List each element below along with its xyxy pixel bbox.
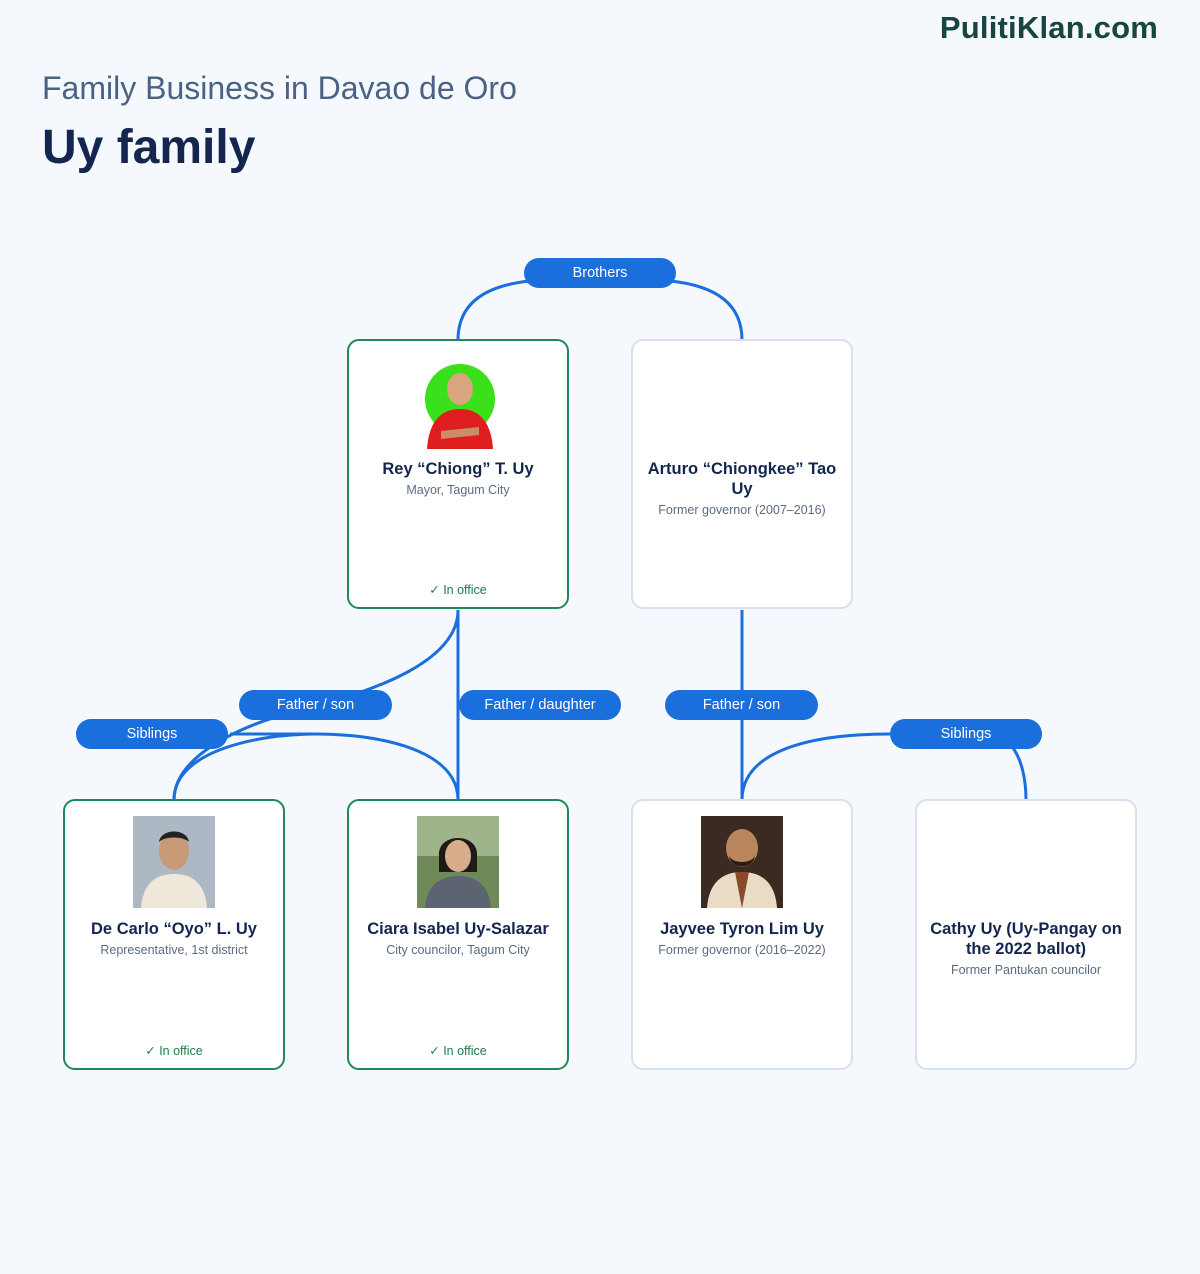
rey-photo: [417, 357, 503, 449]
person-card-rey[interactable]: Rey “Chiong” T. Uy Mayor, Tagum City ✓ I…: [347, 339, 569, 609]
person-role: Representative, 1st district: [100, 943, 248, 957]
person-card-jayvee[interactable]: Jayvee Tyron Lim Uy Former governor (201…: [631, 799, 853, 1070]
relation-badge-rey-ciara: Father / daughter: [459, 690, 621, 720]
in-office-status: ✓ In office: [429, 1044, 487, 1058]
person-card-oyo[interactable]: De Carlo “Oyo” L. Uy Representative, 1st…: [63, 799, 285, 1070]
person-card-ciara[interactable]: Ciara Isabel Uy-Salazar City councilor, …: [347, 799, 569, 1070]
brothers-link: [456, 279, 744, 341]
person-role: City councilor, Tagum City: [386, 943, 530, 957]
page-subtitle: Family Business in Davao de Oro: [42, 70, 517, 106]
person-name: Cathy Uy (Uy-Pangay on the 2022 ballot) …: [925, 919, 1127, 978]
relation-badge-rey-oyo: Father / son: [239, 690, 392, 720]
person-name: Arturo “Chiongkee” Tao Uy Former governo…: [641, 459, 843, 518]
in-office-status: ✓ In office: [429, 583, 487, 597]
person-card-cathy[interactable]: Cathy Uy (Uy-Pangay on the 2022 ballot) …: [915, 799, 1137, 1070]
relation-badge-brothers: Brothers: [524, 258, 676, 288]
brand-logo: PulitiKlan.com: [939, 10, 1158, 45]
relation-badge-oyo-ciara: Siblings: [76, 719, 228, 749]
person-name: Ciara Isabel Uy-Salazar City councilor, …: [357, 919, 559, 958]
person-role: Former governor (2007–2016): [658, 503, 826, 517]
person-role: Former governor (2016–2022): [658, 943, 826, 957]
person-card-arturo[interactable]: Arturo “Chiongkee” Tao Uy Former governo…: [631, 339, 853, 609]
ciara-photo: [417, 816, 499, 908]
person-role: Former Pantukan councilor: [950, 963, 1102, 977]
relation-badge-arturo-jayvee: Father / son: [665, 690, 818, 720]
person-name: Rey “Chiong” T. Uy Mayor, Tagum City: [357, 459, 559, 498]
relation-badge-jayvee-cathy: Siblings: [890, 719, 1042, 749]
in-office-status: ✓ In office: [145, 1044, 203, 1058]
person-name: Jayvee Tyron Lim Uy Former governor (201…: [641, 919, 843, 958]
person-name: De Carlo “Oyo” L. Uy Representative, 1st…: [73, 919, 275, 958]
person-role: Mayor, Tagum City: [406, 483, 510, 497]
page-title: Uy family: [42, 121, 256, 174]
jayvee-photo: [701, 816, 783, 908]
oyo-ciara-siblings-link: [172, 732, 460, 801]
oyo-photo: [133, 816, 215, 908]
